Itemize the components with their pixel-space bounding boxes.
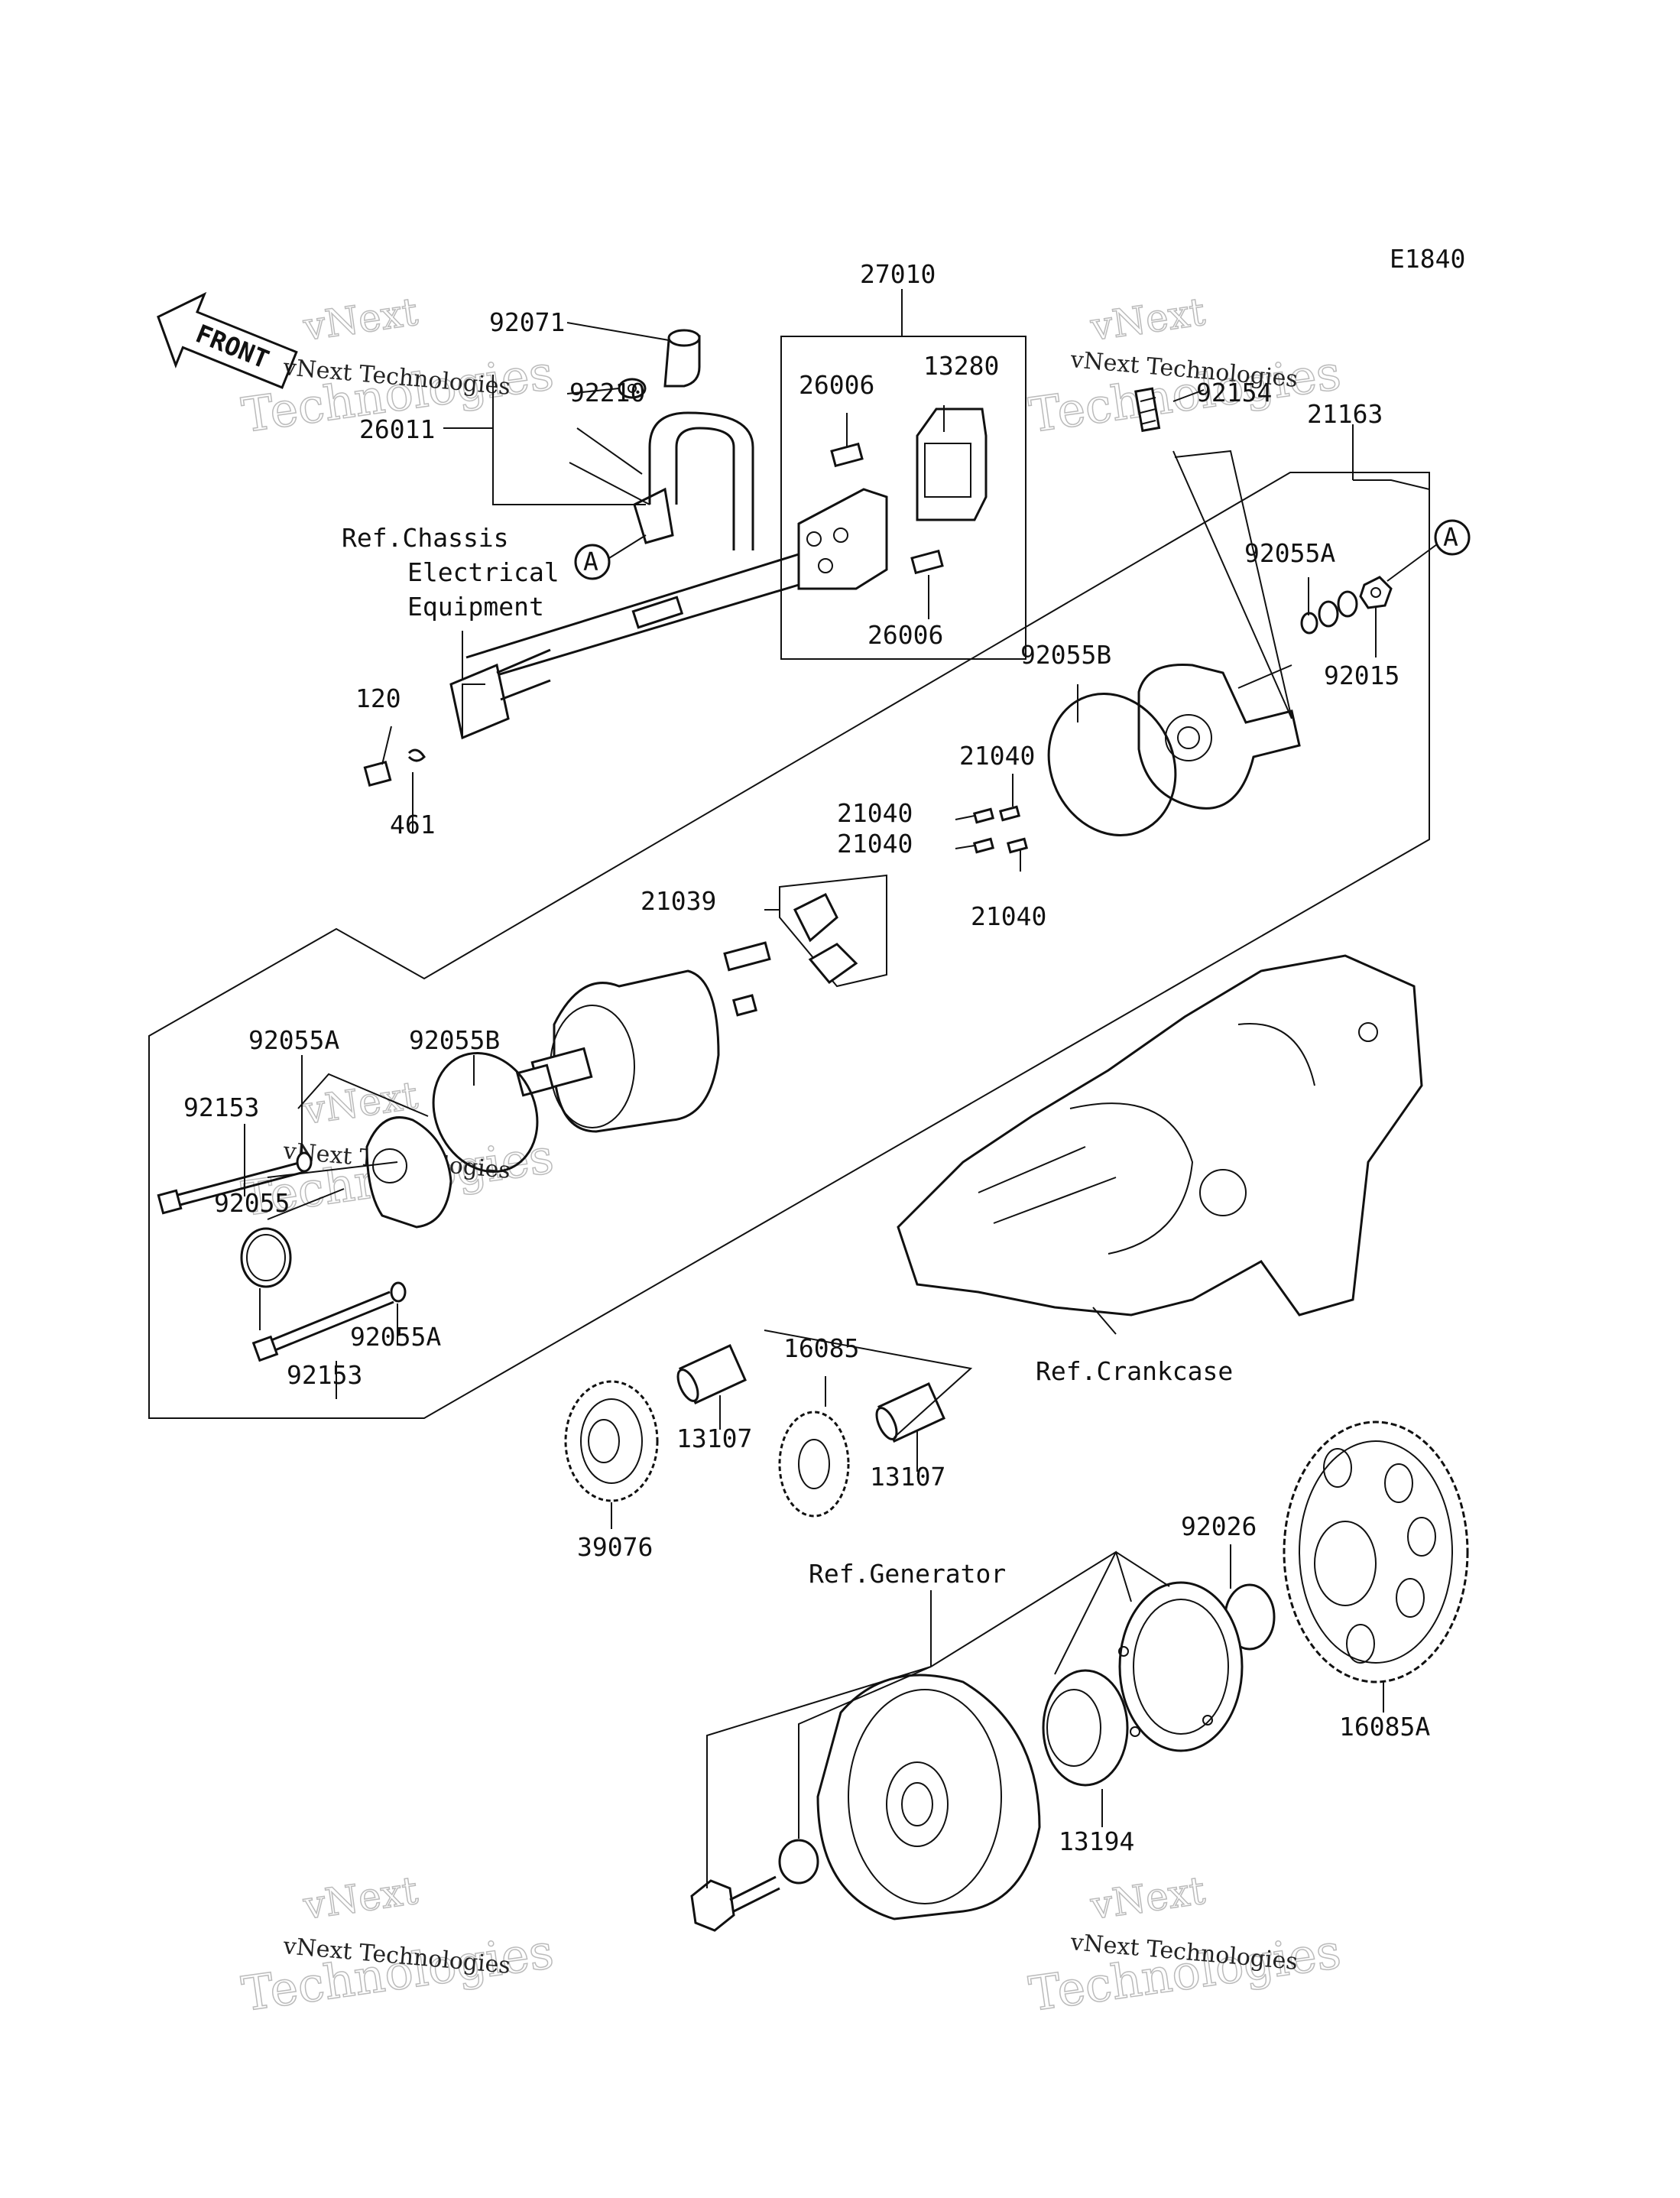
bolt-92153-bottom (251, 1291, 394, 1362)
label-92055A-left: 92055A (248, 1025, 339, 1055)
oring-92055A-left (296, 1151, 313, 1173)
svg-text:A: A (1443, 522, 1458, 552)
bolt-92154 (1134, 387, 1161, 433)
watermark-top-right: vNext Technologies vNext Technologies (1025, 289, 1344, 444)
diagram-code: E1840 (1390, 244, 1465, 274)
label-16085: 16085 (783, 1333, 859, 1363)
label-92153-top: 92153 (183, 1093, 259, 1122)
label-13194: 13194 (1059, 1826, 1134, 1856)
label-21040-a: 21040 (959, 741, 1035, 771)
bolt-92153-top (157, 1161, 305, 1215)
label-92055: 92055 (214, 1188, 290, 1218)
oring-92055A-bottom (390, 1281, 407, 1303)
oring-92055A-top (1300, 612, 1318, 635)
label-ref-electrical: Electrical (407, 557, 559, 587)
svg-text:vNext: vNext (300, 1868, 420, 1928)
label-92055B-left: 92055B (409, 1025, 500, 1055)
label-21040-c: 21040 (837, 829, 913, 859)
oring-92055B-right (1047, 693, 1177, 836)
label-92071: 92071 (489, 307, 565, 337)
svg-text:A: A (583, 547, 598, 576)
starter-relay (797, 488, 888, 590)
label-92153-bottom: 92153 (287, 1360, 362, 1390)
label-92210: 92210 (569, 378, 645, 407)
chassis-bracket (449, 648, 551, 740)
nut-92015 (1359, 576, 1393, 609)
bolt-generator (690, 1875, 780, 1932)
washer-generator (778, 1839, 819, 1885)
label-ref-chassis: Ref.Chassis (342, 523, 509, 553)
cable-26011 (465, 411, 799, 686)
leader-lines (244, 322, 1430, 1888)
label-26011: 26011 (359, 414, 435, 444)
oring-92055B-left (432, 1051, 539, 1174)
label-13107-left: 13107 (676, 1424, 752, 1453)
label-21040-d: 21040 (971, 901, 1046, 931)
clutch-gear-16085A (1283, 1420, 1469, 1683)
starter-clutch-housing (1118, 1581, 1244, 1752)
gear-16085 (778, 1411, 850, 1518)
label-92154: 92154 (1196, 378, 1272, 407)
label-16085A: 16085A (1339, 1712, 1430, 1742)
label-39076: 39076 (577, 1532, 653, 1562)
label-13107-right: 13107 (870, 1462, 945, 1492)
fuse-26006-bottom (910, 549, 944, 575)
relay-group-box (780, 336, 1026, 660)
label-92015: 92015 (1324, 661, 1399, 690)
terminal-boot-92071 (663, 329, 701, 388)
label-92026: 92026 (1181, 1511, 1257, 1541)
shaft-13107-left (676, 1344, 747, 1404)
starter-assembly-outline (148, 472, 1430, 1419)
oring-92055 (240, 1227, 292, 1288)
brush-springs-21040 (972, 805, 1029, 854)
svg-text:vNext: vNext (1088, 1868, 1208, 1928)
label-27010: 27010 (860, 259, 936, 289)
washer-right (1318, 590, 1358, 628)
label-ref-generator: Ref.Generator (809, 1559, 1006, 1589)
starter-end-cover (1137, 663, 1301, 810)
brush-holder-21039 (723, 874, 887, 1017)
front-arrow-icon: FRONT (157, 291, 298, 389)
screw-120 (363, 760, 392, 787)
label-92055A-top: 92055A (1244, 538, 1335, 568)
label-ref-equipment: Equipment (407, 592, 544, 622)
generator-rotor (816, 1674, 1041, 1920)
watermark-bottom-left: vNext Technologies vNext Technologies (238, 1868, 557, 2023)
label-92055A-bottom: 92055A (350, 1322, 441, 1352)
label-92055B-right: 92055B (1020, 640, 1111, 670)
starter-front-cover (365, 1116, 452, 1229)
starter-motor-yoke (515, 969, 720, 1133)
label-21163: 21163 (1307, 399, 1383, 429)
callout-a-left: A (574, 534, 647, 580)
svg-text:vNext: vNext (1088, 290, 1208, 349)
svg-text:vNext: vNext (300, 290, 420, 349)
watermark-bottom-right: vNext Technologies vNext Technologies (1025, 1868, 1344, 2023)
label-120: 120 (355, 683, 401, 713)
label-ref-crankcase: Ref.Crankcase (1036, 1356, 1233, 1386)
one-way-clutch-13194 (1042, 1669, 1129, 1787)
leader-gears (764, 1330, 973, 1438)
label-461: 461 (390, 810, 436, 839)
fuse-26006-top (830, 442, 864, 468)
label-21039: 21039 (641, 886, 716, 916)
relay-cover-13280 (916, 407, 988, 521)
crankcase (897, 954, 1423, 1317)
label-26006-top: 26006 (799, 370, 874, 400)
shaft-13107-right (875, 1382, 945, 1443)
washer-461 (407, 748, 426, 762)
idle-gear-39076 (564, 1380, 659, 1502)
callout-a-right: A (1386, 519, 1471, 582)
label-26006-bottom: 26006 (868, 620, 943, 650)
label-13280: 13280 (923, 351, 999, 381)
label-21040-b: 21040 (837, 798, 913, 828)
